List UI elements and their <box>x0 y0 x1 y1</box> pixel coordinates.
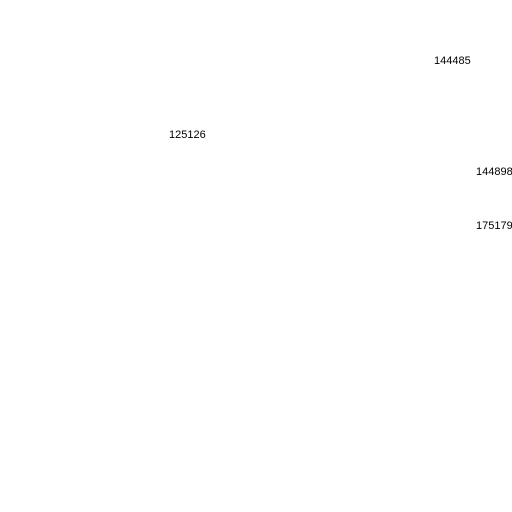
number-label: 144898 <box>476 166 512 178</box>
number-label: 175179 <box>476 220 512 232</box>
number-label: 144485 <box>434 55 471 67</box>
number-label: 125126 <box>169 129 206 141</box>
